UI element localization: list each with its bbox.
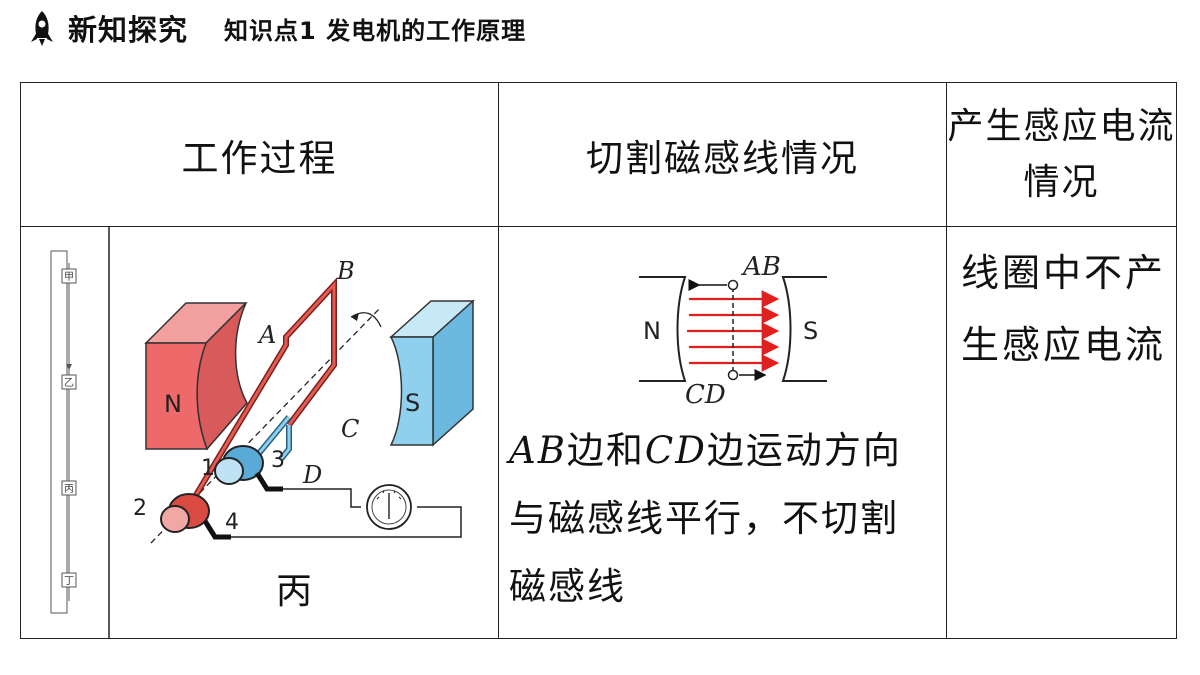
point-label-b: B <box>336 257 355 285</box>
ring-number-1: 1 <box>201 456 215 481</box>
magnet-n: N <box>144 302 248 451</box>
galvanometer-icon <box>366 484 412 530</box>
header-row: 工作过程 切割磁感线情况 产生感应电流情况 <box>20 82 1177 227</box>
point-label-a: A <box>257 321 276 349</box>
slip-ring-2 <box>160 493 210 533</box>
field-diagram: N S AB CD <box>639 252 827 407</box>
rocket-icon <box>31 11 53 46</box>
pole-n-label: N <box>643 317 661 345</box>
side-label-cd: CD <box>685 380 726 407</box>
cell-cutting: N S AB CD <box>498 226 947 639</box>
pole-s-label: S <box>803 317 818 345</box>
stage-label: 乙 <box>64 377 74 389</box>
side-cd-text: CD <box>644 429 707 472</box>
generator-figure: 甲 乙 丙 丁 N <box>50 227 475 639</box>
cutting-description: AB边和CD边运动方向与磁感线平行，不切割磁感线 <box>509 417 929 621</box>
magnet-s-label: S <box>405 389 420 417</box>
ring-number-4: 4 <box>225 510 239 535</box>
magnet-n-label: N <box>164 390 182 418</box>
stage-label: 丁 <box>64 576 74 587</box>
side-ab-text: AB <box>509 429 567 472</box>
stage-labels: 甲 乙 丙 丁 <box>61 268 77 588</box>
content-table: 工作过程 切割磁感线情况 产生感应电流情况 甲 乙 丙 <box>20 82 1177 639</box>
cell-process: 甲 乙 丙 丁 N <box>20 226 499 639</box>
header-current: 产生感应电流情况 <box>946 82 1177 227</box>
header-working-process: 工作过程 <box>20 82 499 227</box>
point-label-c: C <box>341 415 359 443</box>
text-rest: 边运动方向与磁感线平行，不切割磁感线 <box>509 429 902 608</box>
header-cutting: 切割磁感线情况 <box>498 82 947 227</box>
side-label-ab: AB <box>741 252 781 282</box>
table-row: 甲 乙 丙 丁 N <box>20 226 1177 639</box>
stage-label: 丙 <box>64 484 74 495</box>
section-title: 新知探究 <box>68 13 189 47</box>
figure-caption: 丙 <box>276 571 313 612</box>
cell-current: 线圈中不产生感应电流 <box>946 226 1177 639</box>
slide-header: 新知探究 知识点1 发电机的工作原理 <box>22 8 526 48</box>
ring-number-2: 2 <box>133 496 147 521</box>
point-label-d: D <box>302 461 322 489</box>
magnet-s: S <box>389 299 475 447</box>
slip-ring-1 <box>214 445 264 485</box>
ring-number-3: 3 <box>271 448 285 473</box>
stage-label: 甲 <box>64 272 74 283</box>
knowledge-point-title: 知识点1 发电机的工作原理 <box>224 16 527 45</box>
text-and: 边和 <box>566 429 645 472</box>
field-lines <box>687 290 780 372</box>
